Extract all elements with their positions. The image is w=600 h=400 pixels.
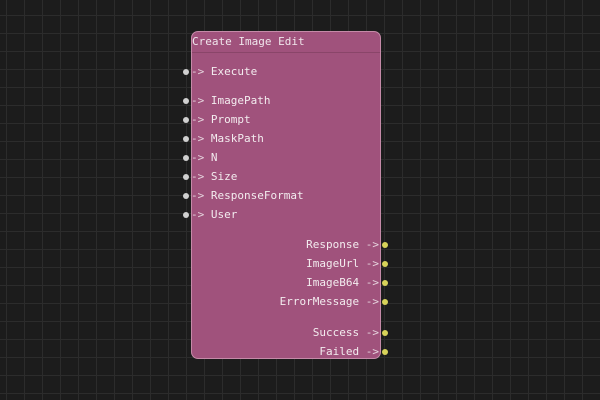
arrow-icon: ->: [191, 94, 205, 107]
input-pin-prompt[interactable]: -> Prompt: [183, 113, 251, 126]
pin-label: Success: [312, 326, 360, 339]
input-pin-user[interactable]: -> User: [183, 208, 238, 221]
output-pin-errormessage[interactable]: ErrorMessage ->: [279, 295, 388, 308]
pin-label: MaskPath: [210, 132, 264, 145]
input-pin-n[interactable]: -> N: [183, 151, 218, 164]
pin-label: N: [210, 151, 218, 164]
pin-label: ImageUrl: [306, 257, 360, 270]
pin-label: Failed: [319, 345, 360, 358]
arrow-icon: ->: [191, 170, 205, 183]
arrow-icon: ->: [365, 238, 379, 251]
output-pin-success[interactable]: Success ->: [312, 326, 388, 339]
output-connector-icon[interactable]: [382, 299, 388, 305]
output-connector-icon[interactable]: [382, 349, 388, 355]
arrow-icon: ->: [365, 345, 379, 358]
node-title: Create Image Edit: [192, 35, 305, 48]
arrow-icon: ->: [365, 257, 379, 270]
input-connector-icon[interactable]: [183, 155, 189, 161]
create-image-edit-node[interactable]: Create Image Edit -> Execute -> ImagePat…: [183, 31, 388, 359]
input-connector-icon[interactable]: [183, 212, 189, 218]
arrow-icon: ->: [365, 326, 379, 339]
input-pin-imagepath[interactable]: -> ImagePath: [183, 94, 271, 107]
pin-label: ImageB64: [306, 276, 360, 289]
output-pin-response[interactable]: Response ->: [306, 238, 388, 251]
arrow-icon: ->: [191, 208, 205, 221]
arrow-icon: ->: [191, 132, 205, 145]
output-pin-imageb64[interactable]: ImageB64 ->: [306, 276, 388, 289]
input-connector-icon[interactable]: [183, 117, 189, 123]
title-divider: [192, 52, 380, 53]
arrow-icon: ->: [365, 276, 379, 289]
pin-label: Response: [306, 238, 360, 251]
pin-label: ErrorMessage: [279, 295, 360, 308]
arrow-icon: ->: [191, 65, 205, 78]
input-pin-responseformat[interactable]: -> ResponseFormat: [183, 189, 304, 202]
input-connector-icon[interactable]: [183, 69, 189, 75]
input-pin-maskpath[interactable]: -> MaskPath: [183, 132, 264, 145]
input-connector-icon[interactable]: [183, 193, 189, 199]
output-pin-imageurl[interactable]: ImageUrl ->: [306, 257, 388, 270]
input-connector-icon[interactable]: [183, 136, 189, 142]
pin-label: Prompt: [210, 113, 251, 126]
pin-label: Execute: [210, 65, 258, 78]
pin-label: Size: [210, 170, 238, 183]
output-connector-icon[interactable]: [382, 242, 388, 248]
output-pin-failed[interactable]: Failed ->: [319, 345, 388, 358]
pin-label: ImagePath: [210, 94, 271, 107]
output-connector-icon[interactable]: [382, 261, 388, 267]
input-pin-execute[interactable]: -> Execute: [183, 65, 258, 78]
arrow-icon: ->: [365, 295, 379, 308]
output-connector-icon[interactable]: [382, 330, 388, 336]
arrow-icon: ->: [191, 189, 205, 202]
input-pin-size[interactable]: -> Size: [183, 170, 238, 183]
pin-label: ResponseFormat: [210, 189, 304, 202]
input-connector-icon[interactable]: [183, 98, 189, 104]
arrow-icon: ->: [191, 151, 205, 164]
arrow-icon: ->: [191, 113, 205, 126]
pin-label: User: [210, 208, 238, 221]
output-connector-icon[interactable]: [382, 280, 388, 286]
input-connector-icon[interactable]: [183, 174, 189, 180]
